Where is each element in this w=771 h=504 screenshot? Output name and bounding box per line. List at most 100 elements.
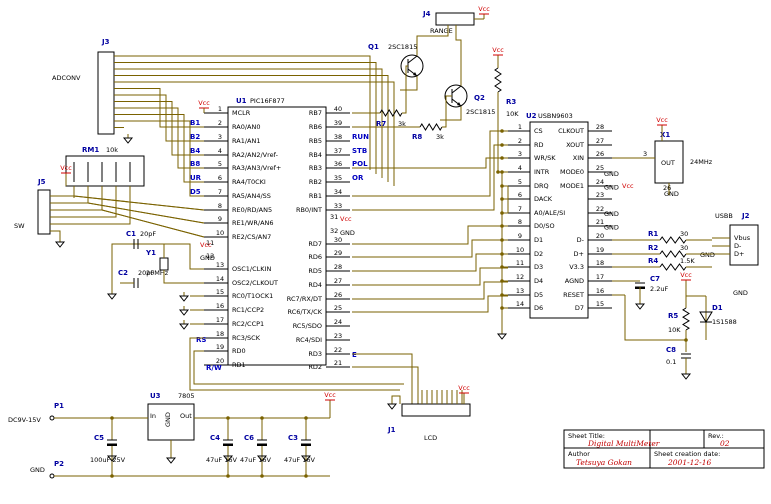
vcc-symbol: Vcc: [458, 384, 470, 398]
transistor-arrow: [413, 72, 417, 76]
title-block-date: 2001-12-16: [667, 458, 711, 467]
r8-value: 3k: [436, 133, 444, 141]
u3-gnd-label: GND: [164, 412, 172, 427]
junction-dot: [226, 416, 230, 420]
u2-pin-number: 21: [596, 218, 604, 226]
net-label: B4: [190, 147, 200, 155]
r3-value: 10K: [506, 110, 519, 118]
ground-symbol: [106, 290, 118, 300]
rm1-body: [65, 155, 145, 187]
x1-value: 24MHz: [690, 158, 713, 166]
wire: [120, 55, 371, 170]
ground-symbol: [496, 330, 508, 340]
u2-pin-number: 1: [518, 123, 522, 131]
c2-value: 20pF: [138, 269, 154, 277]
u1-pin-number: 39: [334, 119, 342, 127]
net-label: POL: [352, 160, 368, 168]
wire: [193, 350, 404, 385]
wire: [402, 65, 408, 114]
x1-pin: 3: [643, 150, 647, 158]
u1-pin-number: 13: [216, 261, 224, 269]
u1-pin-name: RD4: [308, 281, 322, 289]
usb-pin-name: D-: [734, 242, 742, 250]
resistor-r2-value: 30: [680, 244, 688, 252]
wire: [120, 68, 383, 178]
title-block-frame: [563, 429, 765, 469]
u1-pin-name: RA5/AN4/SS: [232, 192, 271, 200]
u1-pin-name: RB6: [309, 123, 322, 131]
wire: [111, 243, 120, 290]
u2-pin-name: MODE0: [560, 168, 584, 176]
wire: [442, 95, 452, 128]
title-block: Sheet Title:Digital MultiMeterRev.:02Aut…: [563, 429, 765, 469]
net-label: B2: [190, 133, 200, 141]
ground-symbol: [256, 452, 268, 462]
vcc-label: Vcc: [458, 384, 470, 392]
vcc-label: Vcc: [680, 271, 692, 279]
u1-pin-number: 18: [216, 330, 224, 338]
wire: [352, 295, 508, 313]
u1-pin-name: RE0/RD/AN5: [232, 206, 272, 214]
u1-pin-name: RC2/CCP1: [232, 320, 264, 328]
u1-pin-number: 9: [218, 215, 222, 223]
u1-pin-number: 20: [216, 357, 224, 365]
x1-pin2: 26: [663, 184, 671, 192]
c8-ref: C8: [666, 346, 676, 354]
u1-pin-name: RC0/T1OCK1: [232, 292, 273, 300]
d1-ref: D1: [712, 304, 723, 312]
u2-pin-name: D1: [534, 236, 543, 244]
capacitor-c3-value: 47uF 16V: [284, 456, 315, 464]
wire: [352, 253, 508, 272]
y1-value: 20MHz: [146, 269, 169, 277]
connector-j5-label: SW: [14, 222, 25, 230]
x1-out-label: OUT: [661, 159, 675, 167]
vcc-symbol: Vcc: [478, 5, 490, 19]
u1-pin-name: RD1: [232, 361, 246, 369]
ground-symbol: [122, 134, 134, 144]
u2-pin-number: 13: [516, 287, 524, 295]
u2-pin-name: D+: [574, 250, 584, 258]
u2-pin-name: AGND: [565, 277, 584, 285]
u2-pin-number: 8: [518, 218, 522, 226]
u1-pin-number: 40: [334, 105, 342, 113]
capacitor-c4-ref: C4: [210, 434, 220, 442]
ground-triangle: [178, 323, 190, 330]
wire: [189, 337, 400, 391]
junction-dot: [496, 170, 500, 174]
u1-pin-number: 30: [334, 236, 342, 244]
resistor-r4-ref: R4: [648, 257, 658, 265]
p2-ref: P2: [54, 460, 64, 468]
u1-pin-number: 33: [334, 202, 342, 210]
resistor-zigzag: [682, 307, 690, 331]
connector-j3-ref: J3: [101, 38, 110, 46]
u1-pin-number: 12: [206, 252, 214, 260]
u2-pin-name: WR/SK: [534, 154, 556, 162]
wire: [352, 157, 508, 169]
wire: [120, 114, 204, 183]
u1-vcc-label: Vcc: [200, 241, 212, 249]
u2-pin-number: 5: [518, 178, 522, 186]
usb-pin-name: D+: [734, 250, 744, 258]
u1-pin-number: 2: [218, 119, 222, 127]
u2-pin-name: RD: [534, 141, 544, 149]
wire: [440, 106, 462, 121]
ground-triangle: [386, 403, 398, 410]
u1-gnd-label: GND: [200, 254, 215, 262]
capacitor-c4-value: 47uF 16V: [206, 456, 237, 464]
wire: [120, 107, 204, 169]
resistor-zigzag: [659, 263, 687, 271]
ground-symbol: [680, 370, 692, 380]
u1-pin-name: RB0/INT: [296, 206, 322, 214]
u1-pin-number: 26: [334, 291, 342, 299]
wire: [352, 239, 508, 258]
u1-pin-name: RC5/SDO: [293, 322, 322, 330]
